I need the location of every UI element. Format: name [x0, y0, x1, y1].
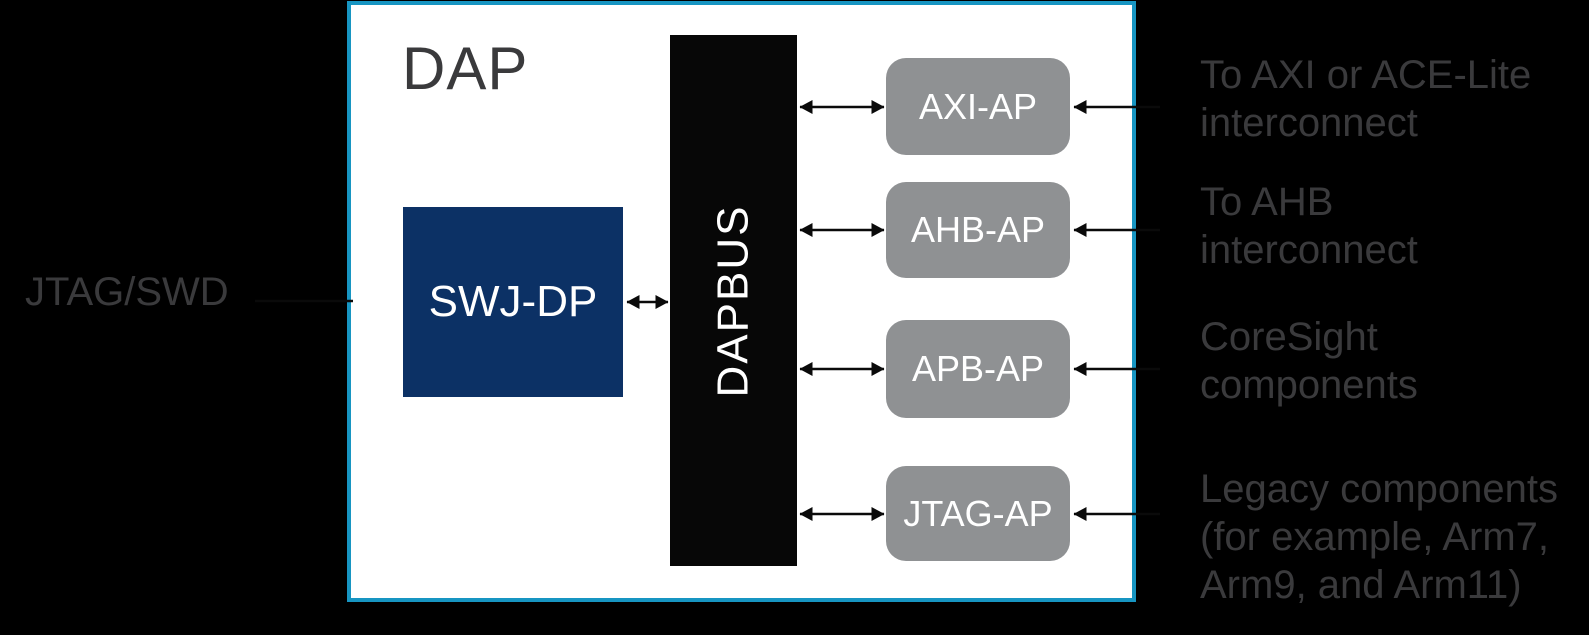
swj-dp-label: SWJ-DP — [428, 277, 598, 326]
ap-block-axi: AXI-AP — [886, 58, 1070, 155]
dapbus-block: DAPBUS — [670, 35, 797, 566]
ap-label-apb: APB-AP — [911, 348, 1045, 389]
annotation-ahb-interconnect: To AHB interconnect — [1200, 178, 1418, 274]
annotation-line: CoreSight — [1200, 315, 1378, 359]
annotation-legacy: Legacy components (for example, Arm7, Ar… — [1200, 465, 1558, 609]
annotation-line: To AXI or ACE-Lite — [1200, 53, 1532, 97]
annotation-line: To AHB — [1200, 180, 1334, 224]
ap-block-apb: APB-AP — [886, 320, 1070, 418]
ap-label-axi: AXI-AP — [918, 85, 1038, 127]
annotation-line: components — [1200, 363, 1418, 407]
annotation-line: (for example, Arm7, — [1200, 515, 1550, 559]
annotation-line: Legacy components — [1200, 467, 1559, 511]
jtag-swd-label: JTAG/SWD — [25, 270, 229, 314]
ap-block-jtag: JTAG-AP — [886, 466, 1070, 561]
annotation-line: Arm9, and Arm11) — [1200, 563, 1522, 607]
dapbus-label: DAPBUS — [708, 204, 758, 397]
annotation-axi-interconnect: To AXI or ACE-Lite interconnect — [1200, 51, 1531, 147]
ap-label-ahb: AHB-AP — [910, 209, 1046, 250]
ap-label-jtag: JTAG-AP — [903, 492, 1053, 534]
annotation-line: interconnect — [1200, 228, 1418, 272]
dap-title: DAP — [402, 35, 529, 102]
dap-panel: DAP SWJ-DP DAPBUS AXI-AP AHB-AP APB-AP J… — [347, 1, 1136, 602]
swj-dp-block: SWJ-DP — [403, 207, 623, 397]
annotation-line: interconnect — [1200, 101, 1418, 145]
ap-block-ahb: AHB-AP — [886, 182, 1070, 278]
annotation-coresight: CoreSight components — [1200, 313, 1418, 409]
